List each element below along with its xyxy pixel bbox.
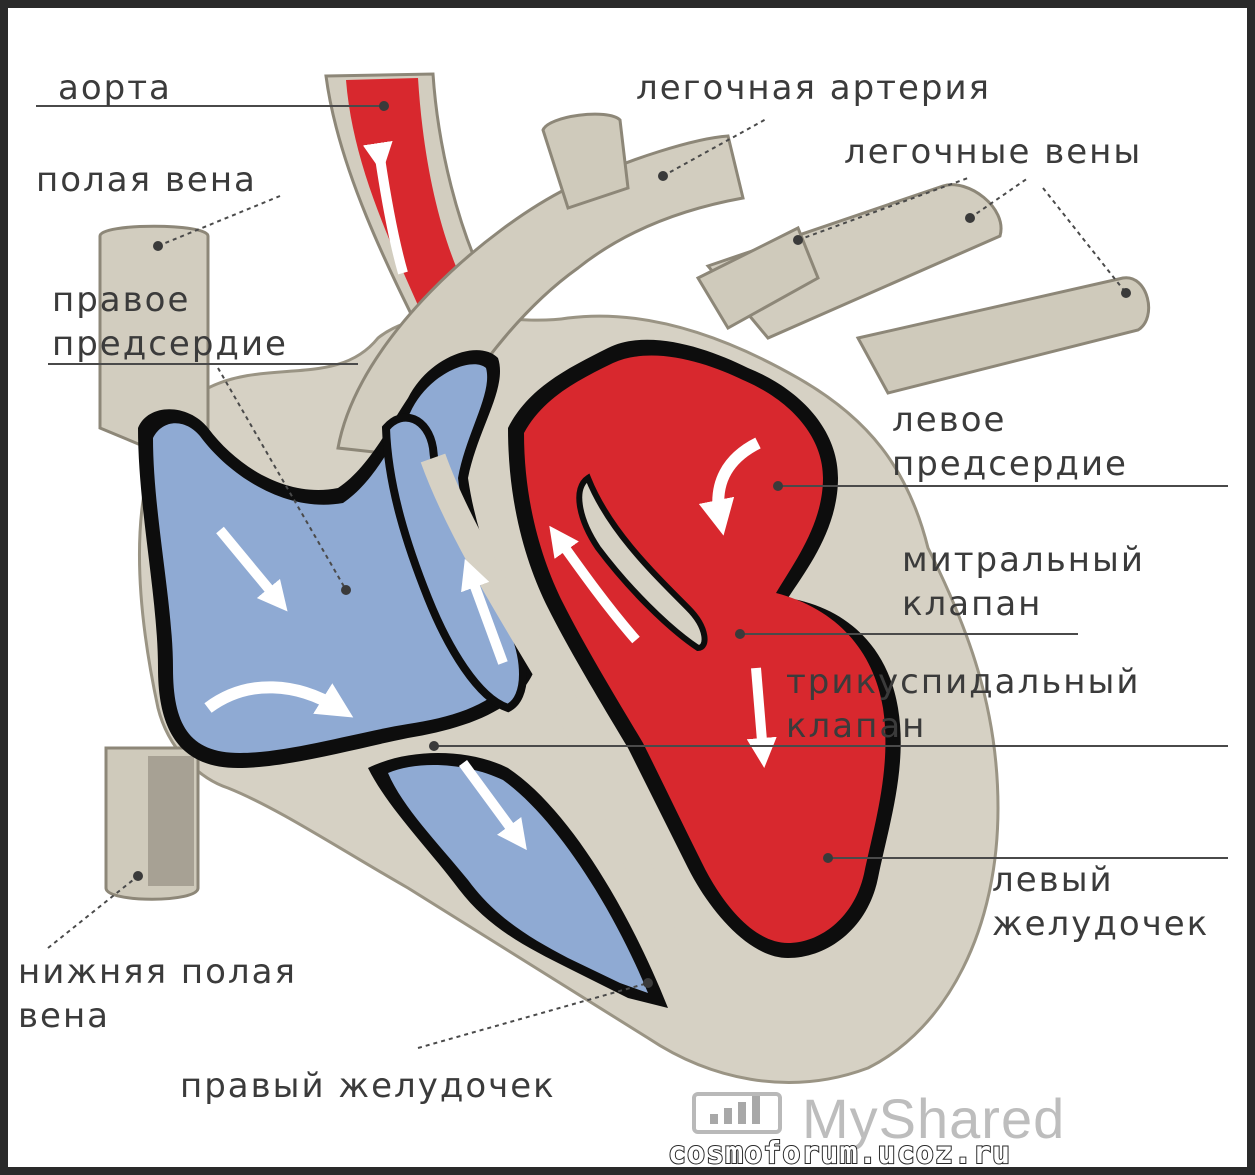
- label-left-ventricle-line1: левый: [992, 858, 1114, 902]
- label-left-ventricle-line2: желудочек: [992, 902, 1209, 946]
- label-right-ventricle: правый желудочек: [180, 1064, 556, 1108]
- label-pulmonary-artery: легочная артерия: [636, 66, 991, 110]
- label-right-atrium-line1: правое: [52, 278, 190, 322]
- pulmonary-vein-lower: [858, 278, 1149, 393]
- label-tricuspid-valve-line2: клапан: [786, 704, 926, 748]
- label-vena-cava: полая вена: [36, 158, 257, 202]
- label-mitral-valve-line1: митральный: [902, 538, 1145, 582]
- flow-arrow-lv: [756, 668, 763, 753]
- label-left-atrium-line2: предсердие: [892, 442, 1128, 486]
- label-inferior-vena-cava-line2: вена: [18, 994, 110, 1038]
- myshared-logo-icon: [692, 1092, 782, 1134]
- watermark-url: cosmoforum.ucoz.ru: [668, 1136, 1011, 1167]
- vena-cava-shadow: [148, 756, 194, 886]
- label-mitral-valve-line2: клапан: [902, 582, 1042, 626]
- label-inferior-vena-cava-line1: нижняя полая: [18, 950, 297, 994]
- label-pulmonary-veins: легочные вены: [844, 130, 1142, 174]
- label-right-atrium-line2: предсердие: [52, 322, 288, 366]
- label-left-atrium-line1: левое: [892, 398, 1006, 442]
- label-aorta: аорта: [58, 66, 172, 110]
- label-tricuspid-valve-line1: трикуспидальный: [786, 660, 1140, 704]
- diagram-frame: аорта полая вена правое предсердие легоч…: [8, 8, 1247, 1167]
